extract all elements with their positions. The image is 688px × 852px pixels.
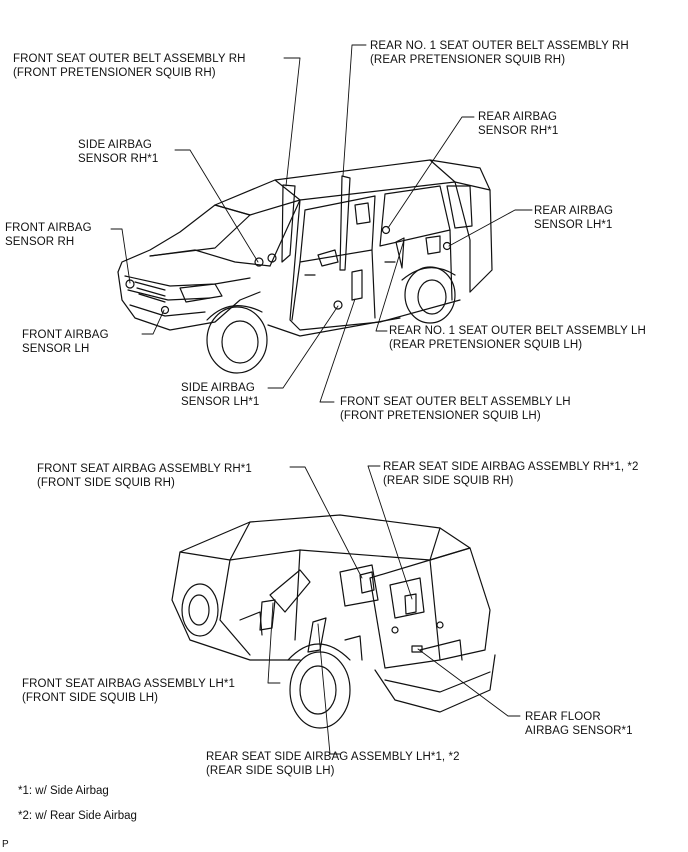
footnote-1: *1: w/ Side Airbag	[18, 785, 109, 797]
label-side-airbag-sensor-lh: SIDE AIRBAG SENSOR LH*1	[181, 382, 260, 408]
label-rear-airbag-sensor-rh: REAR AIRBAG SENSOR RH*1	[478, 111, 559, 137]
label-rear-seat-side-airbag-lh: REAR SEAT SIDE AIRBAG ASSEMBLY LH*1, *2 …	[206, 751, 460, 777]
corner-mark: P	[2, 839, 9, 850]
label-front-airbag-sensor-lh: FRONT AIRBAG SENSOR LH	[22, 329, 109, 355]
label-rear-airbag-sensor-lh: REAR AIRBAG SENSOR LH*1	[534, 205, 614, 231]
label-front-airbag-sensor-rh: FRONT AIRBAG SENSOR RH	[5, 222, 92, 248]
bottom-vehicle	[171, 514, 496, 729]
label-front-belt-rh: FRONT SEAT OUTER BELT ASSEMBLY RH (FRONT…	[13, 53, 246, 79]
label-front-seat-airbag-rh: FRONT SEAT AIRBAG ASSEMBLY RH*1 (FRONT S…	[37, 463, 252, 489]
label-rear-belt-rh: REAR NO. 1 SEAT OUTER BELT ASSEMBLY RH (…	[370, 40, 629, 66]
top-leaders	[110, 44, 533, 403]
label-rear-floor-airbag-sensor: REAR FLOOR AIRBAG SENSOR*1	[525, 711, 633, 737]
footnote-2: *2: w/ Rear Side Airbag	[18, 810, 137, 822]
label-rear-belt-lh: REAR NO. 1 SEAT OUTER BELT ASSEMBLY LH (…	[389, 325, 646, 351]
bottom-leaders	[267, 465, 521, 755]
label-rear-seat-side-airbag-rh: REAR SEAT SIDE AIRBAG ASSEMBLY RH*1, *2 …	[383, 461, 639, 487]
label-side-airbag-sensor-rh: SIDE AIRBAG SENSOR RH*1	[78, 139, 159, 165]
label-front-seat-airbag-lh: FRONT SEAT AIRBAG ASSEMBLY LH*1 (FRONT S…	[22, 678, 235, 704]
top-vehicle	[117, 159, 493, 374]
label-front-belt-lh: FRONT SEAT OUTER BELT ASSEMBLY LH (FRONT…	[340, 396, 571, 422]
